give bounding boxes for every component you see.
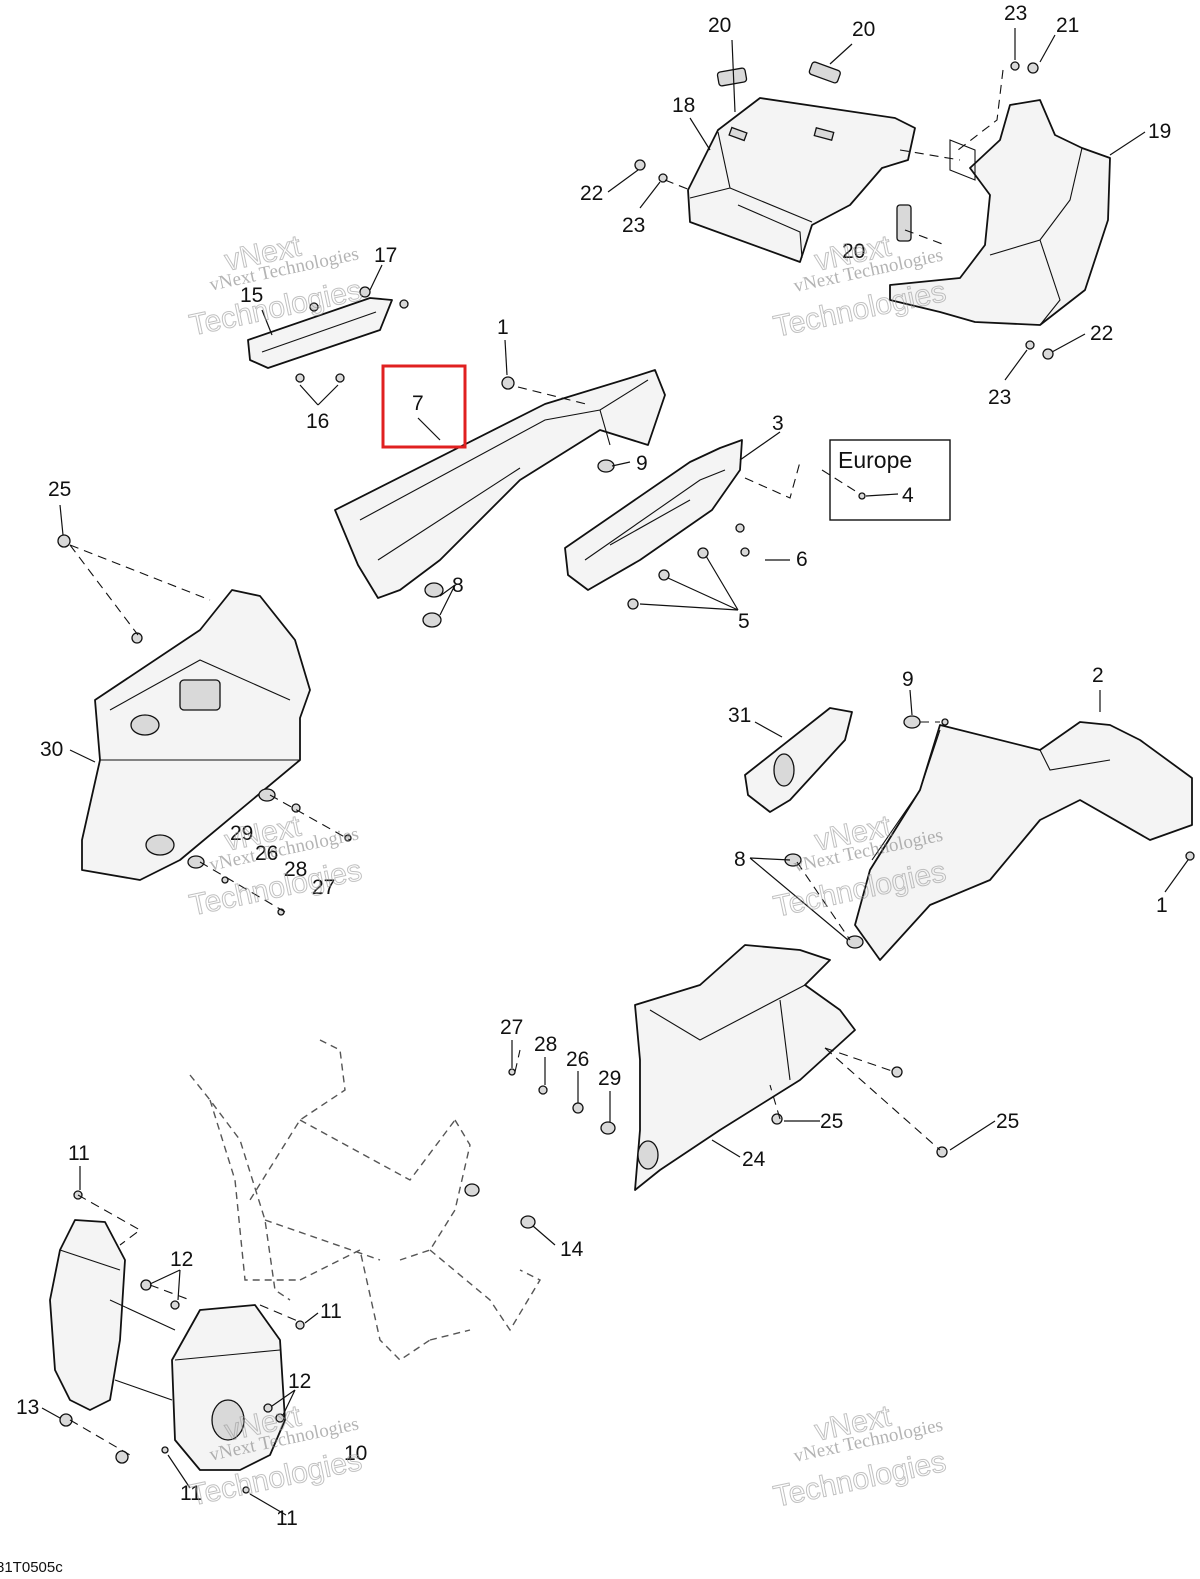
callout-30[interactable]: 30 (40, 738, 63, 761)
callout-23-a[interactable]: 23 (1004, 2, 1027, 25)
callout-14[interactable]: 14 (560, 1238, 584, 1261)
callout-23-c[interactable]: 23 (988, 386, 1011, 409)
part-15-bracket[interactable] (247, 297, 393, 369)
part-13-left-bumper-block[interactable] (49, 1219, 126, 1411)
part-10-right-bumper-block[interactable] (171, 1304, 286, 1471)
callout-7[interactable]: 7 (412, 392, 424, 415)
callout-3[interactable]: 3 (772, 412, 784, 435)
callout-9-top[interactable]: 9 (636, 452, 648, 475)
callout-31[interactable]: 31 (728, 704, 751, 727)
part-30-front-bracket[interactable] (81, 589, 311, 881)
callout-22-b[interactable]: 22 (1090, 322, 1113, 345)
callout-11-b[interactable]: 11 (320, 1300, 342, 1323)
callout-16[interactable]: 16 (306, 410, 329, 433)
callout-24[interactable]: 24 (742, 1148, 766, 1171)
callout-28-a[interactable]: 28 (284, 858, 307, 881)
callout-12-a[interactable]: 12 (170, 1248, 193, 1271)
vehicle-frame (189, 1039, 541, 1361)
callout-13[interactable]: 13 (16, 1396, 39, 1419)
callout-6[interactable]: 6 (796, 548, 808, 571)
callout-20-a[interactable]: 20 (708, 14, 731, 37)
callout-11-c[interactable]: 11 (180, 1482, 202, 1505)
europe-region-box: Europe (829, 439, 951, 521)
callout-18[interactable]: 18 (672, 94, 695, 117)
drawing-code: 81T0505c (0, 1559, 63, 1576)
part-31-trim[interactable] (744, 707, 853, 813)
europe-label: Europe (838, 447, 912, 473)
callout-29-a[interactable]: 29 (230, 822, 253, 845)
callout-26-a[interactable]: 26 (255, 842, 278, 865)
callout-15[interactable]: 15 (240, 284, 263, 307)
callout-8-right[interactable]: 8 (734, 848, 746, 871)
part-20-bumper-b[interactable] (808, 61, 842, 84)
callout-2[interactable]: 2 (1092, 664, 1104, 687)
callout-20-b[interactable]: 20 (852, 18, 875, 41)
part-19-rear-guard[interactable] (889, 99, 1111, 326)
callout-8-top[interactable]: 8 (452, 574, 464, 597)
callout-10[interactable]: 10 (344, 1442, 367, 1465)
highlight-box (381, 364, 467, 449)
part-24-lower-panel[interactable] (634, 944, 856, 1191)
callout-9-right[interactable]: 9 (902, 668, 914, 691)
callout-23-b[interactable]: 23 (622, 214, 645, 237)
callout-26-b[interactable]: 26 (566, 1048, 589, 1071)
callout-21[interactable]: 21 (1056, 14, 1079, 37)
callout-27-a[interactable]: 27 (312, 876, 335, 899)
fasteners (57, 61, 1195, 1494)
callout-1-right[interactable]: 1 (1156, 894, 1168, 917)
callout-17[interactable]: 17 (374, 244, 397, 267)
callout-25-b[interactable]: 25 (820, 1110, 843, 1133)
leader-lines (41, 28, 1189, 1516)
callout-22-a[interactable]: 22 (580, 182, 603, 205)
callout-27-b[interactable]: 27 (500, 1016, 523, 1039)
part-18-front-tray[interactable] (687, 97, 916, 263)
callout-19[interactable]: 19 (1148, 120, 1171, 143)
callout-5[interactable]: 5 (738, 610, 750, 633)
part-20-bumper-c[interactable] (896, 204, 912, 242)
callout-numbers: 20 20 23 21 18 19 22 23 20 22 23 17 15 1… (16, 2, 1171, 1530)
callout-29-b[interactable]: 29 (598, 1067, 621, 1090)
callout-11-a[interactable]: 11 (68, 1142, 90, 1165)
bumper-crossbar (109, 1299, 176, 1401)
assembly-lines (69, 69, 1004, 1456)
callout-20-c[interactable]: 20 (842, 240, 865, 263)
callout-25-a[interactable]: 25 (48, 478, 71, 501)
callout-28-b[interactable]: 28 (534, 1033, 557, 1056)
callout-12-b[interactable]: 12 (288, 1370, 311, 1393)
part-3-footrest-cover[interactable] (564, 439, 743, 591)
part-2-side-panel[interactable] (854, 721, 1193, 961)
callout-1-top[interactable]: 1 (497, 316, 509, 339)
part-20-bumper-a[interactable] (716, 67, 748, 87)
callout-11-d[interactable]: 11 (276, 1507, 298, 1530)
part-7-side-panel[interactable] (334, 369, 666, 599)
callout-25-c[interactable]: 25 (996, 1110, 1019, 1133)
callout-4[interactable]: 4 (902, 484, 914, 507)
